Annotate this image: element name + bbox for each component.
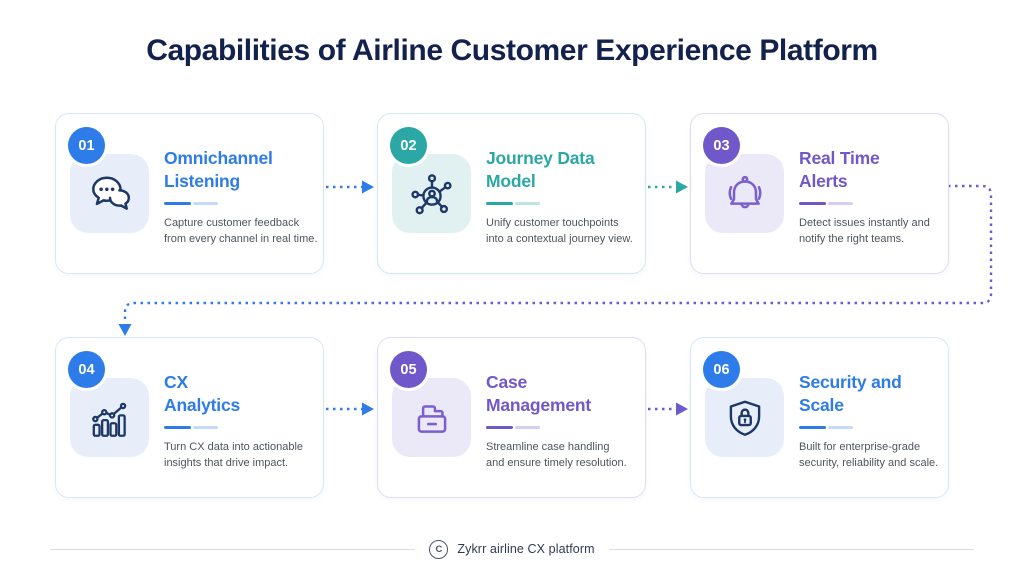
step-number-badge: 05 — [390, 351, 427, 388]
footer-rule-right — [608, 548, 974, 550]
step-number-badge: 01 — [68, 127, 105, 164]
step-number-badge: 06 — [703, 351, 740, 388]
page-title: Capabilities of Airline Customer Experie… — [146, 34, 878, 67]
journey-network-icon — [410, 173, 452, 214]
icon-tile — [705, 378, 784, 457]
step-number-badge: 03 — [703, 127, 740, 164]
title-underline — [799, 426, 957, 429]
connector-arrow-2-3 — [648, 180, 688, 194]
title-underline — [799, 202, 957, 205]
connector-arrow-5-6 — [648, 402, 688, 416]
chat-bubbles-icon — [91, 176, 130, 210]
title-underline — [164, 426, 322, 429]
title-underline — [486, 202, 644, 205]
connector-arrow-1-2 — [326, 180, 374, 194]
bell-icon — [727, 175, 762, 208]
icon-tile — [392, 154, 471, 233]
case-drawer-icon — [417, 404, 446, 433]
shield-lock-icon — [729, 400, 760, 436]
icon-tile — [392, 378, 471, 457]
step-number-badge: 02 — [390, 127, 427, 164]
title-underline — [164, 202, 322, 205]
footer-label: Zykrr airline CX platform — [457, 542, 595, 556]
footer-rule-left — [50, 548, 416, 550]
title-underline — [486, 426, 644, 429]
icon-tile — [70, 378, 149, 457]
step-number-badge: 04 — [68, 351, 105, 388]
analytics-bars-icon — [91, 402, 126, 437]
connector-arrow-4-5 — [326, 402, 374, 416]
icon-tile — [705, 154, 784, 233]
footer: C Zykrr airline CX platform — [50, 538, 974, 560]
icon-tile — [70, 154, 149, 233]
copyright-icon: C — [429, 539, 449, 559]
